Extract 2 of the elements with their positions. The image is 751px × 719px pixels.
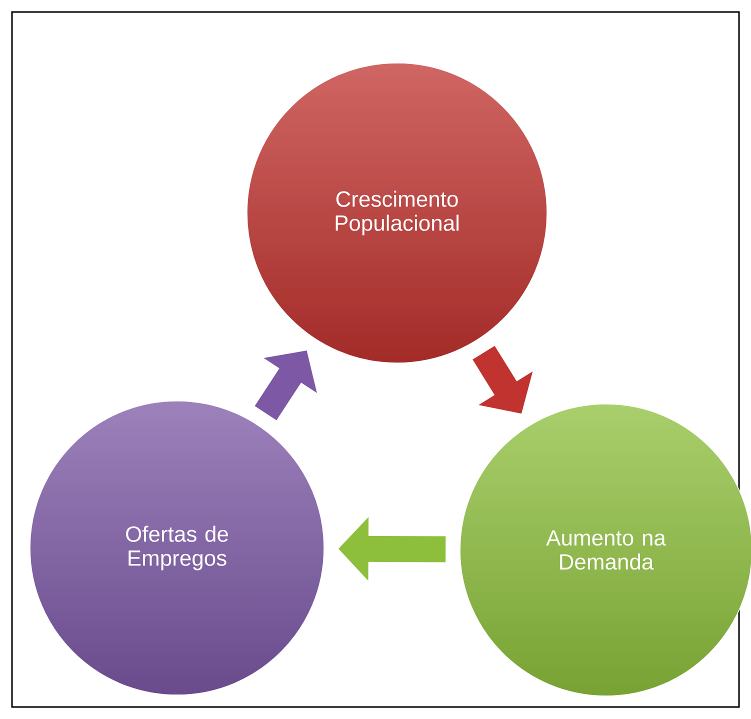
- circle-node: Ofertas de Empregos: [30, 400, 324, 696]
- circle-node: Crescimento Populacional: [246, 62, 548, 364]
